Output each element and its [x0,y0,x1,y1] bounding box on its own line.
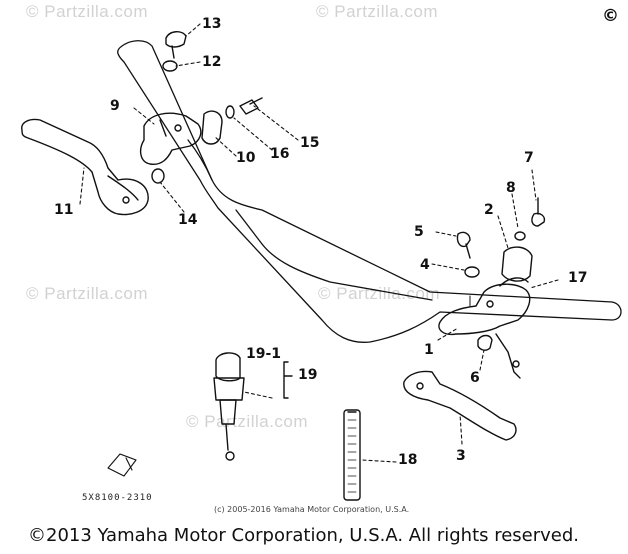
handlebar [117,40,622,343]
footer-copyright: ©2013 Yamaha Motor Corporation, U.S.A. A… [28,525,580,546]
callout-12: 12 [202,54,222,70]
nut-12 [162,60,178,72]
callout-19: 19 [298,367,318,383]
washer-14 [151,168,165,184]
clamp-10 [201,110,223,145]
leader-lines [79,23,559,463]
callout-8: 8 [506,180,516,196]
right-lever [403,370,517,441]
left-lever-holder [139,112,202,165]
left-lever [21,118,149,216]
callout-14: 14 [178,212,198,228]
callout-4: 4 [420,257,430,273]
callout-10: 10 [236,150,256,166]
small-copyright: (c) 2005-2016 Yamaha Motor Corporation, … [214,505,410,514]
bolt-13 [165,31,187,59]
cable-band-18 [343,409,361,501]
nut-4 [464,266,480,278]
watermark-top-right: © Partzilla.com [316,2,439,21]
watermark-top-left: © Partzilla.com [26,2,149,21]
callout-2: 2 [484,202,494,218]
callout-5: 5 [414,224,424,240]
watermark-mid-center: © Partzilla.com [318,284,441,303]
stop-switch-6 [477,333,521,379]
callout-7: 7 [524,150,534,166]
clutch-switch-19 [213,352,245,461]
callout-15: 15 [300,135,320,151]
nut-8 [514,231,526,241]
callout-17: 17 [568,270,588,286]
washer-16 [225,105,235,119]
part-code: 5X8100-2310 [82,493,153,503]
callout-13: 13 [202,16,222,32]
callout-1: 1 [424,342,434,358]
callout-11: 11 [54,202,74,218]
watermark-bottom-center: © Partzilla.com [186,412,309,431]
callout-9: 9 [110,98,120,114]
right-lever-holder [438,277,531,336]
bolt-5 [456,231,471,259]
callout-3: 3 [456,448,466,464]
bracket-19 [283,361,293,399]
manufacturer-stamp [107,453,137,477]
callout-18: 18 [398,452,418,468]
screw-7 [531,197,546,227]
bolt-15 [239,97,263,115]
callout-16: 16 [270,146,290,162]
callout-19-1: 19-1 [246,346,282,362]
reservoir-2 [501,246,533,282]
copyright-symbol: © [602,6,619,26]
watermark-mid-left: © Partzilla.com [26,284,149,303]
callout-6: 6 [470,370,480,386]
